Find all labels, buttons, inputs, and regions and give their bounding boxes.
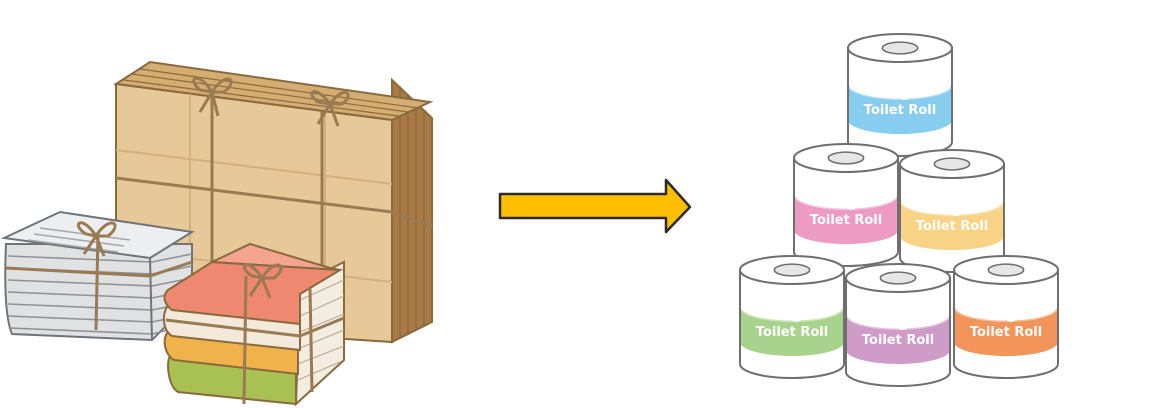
roll-label: Toilet Roll bbox=[916, 219, 988, 234]
book-bundle-icon bbox=[162, 242, 345, 407]
toilet-roll: Toilet Roll bbox=[952, 255, 1060, 379]
roll-band bbox=[846, 316, 950, 364]
wave-icon bbox=[887, 322, 909, 330]
wave-icon bbox=[889, 92, 911, 100]
right-arrow-icon bbox=[498, 178, 692, 234]
roll-label: Toilet Roll bbox=[810, 213, 882, 228]
roll-band bbox=[900, 202, 1004, 250]
roll-label: Toilet Roll bbox=[970, 325, 1042, 340]
roll-band bbox=[848, 86, 952, 134]
wave-icon bbox=[835, 202, 857, 210]
toilet-roll: Toilet Roll bbox=[844, 263, 952, 387]
wave-icon bbox=[995, 314, 1017, 322]
roll-band bbox=[794, 196, 898, 244]
wave-icon bbox=[781, 314, 803, 322]
toilet-roll: Toilet Roll bbox=[846, 33, 954, 157]
toilet-roll: Toilet Roll bbox=[898, 149, 1006, 273]
roll-band bbox=[740, 308, 844, 356]
toilet-roll: Toilet Roll bbox=[738, 255, 846, 379]
roll-band bbox=[954, 308, 1058, 356]
roll-label: Toilet Roll bbox=[864, 103, 936, 118]
toilet-roll: Toilet Roll bbox=[792, 143, 900, 267]
roll-label: Toilet Roll bbox=[756, 325, 828, 340]
wave-icon bbox=[941, 208, 963, 216]
roll-label: Toilet Roll bbox=[862, 333, 934, 348]
